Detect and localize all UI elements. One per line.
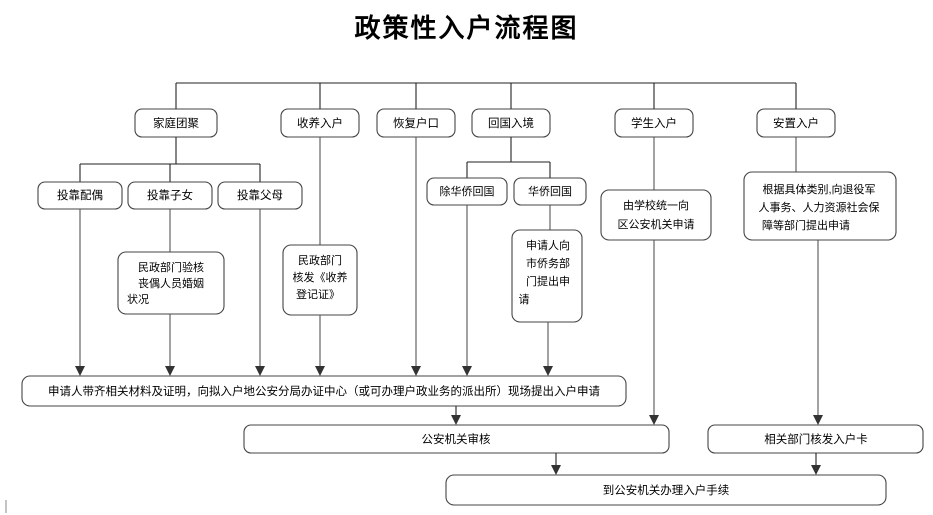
node-civil-widow-line3: 状况 <box>127 292 149 306</box>
arrow-nonoverseas-to-apply <box>462 366 472 376</box>
arrow-qiaowu-to-apply <box>543 366 553 376</box>
node-civil-adopt-line2: 核发《收养 <box>293 270 348 284</box>
node-review[interactable]: 公安机关审核 <box>243 424 670 454</box>
node-children[interactable]: 投靠子女 <box>127 181 213 210</box>
node-settle-label: 安置入户 <box>773 116 819 130</box>
drops-to-apply-group <box>75 137 553 376</box>
family-branch-group <box>79 137 261 182</box>
node-nonoverseas[interactable]: 除华侨回国 <box>426 177 508 206</box>
node-final-label: 到公安机关办理入户手续 <box>603 483 730 497</box>
node-final[interactable]: 到公安机关办理入户手续 <box>445 474 887 506</box>
node-overseas[interactable]: 华侨回国 <box>513 177 587 206</box>
node-student[interactable]: 学生入户 <box>614 108 694 138</box>
node-restore-label: 恢复户口 <box>393 116 439 130</box>
node-apply-label: 申请人带齐相关材料及证明，向拟入户地公安分局办证中心（或可办理户政业务的派出所）… <box>48 384 600 398</box>
node-school[interactable]: 由学校统一向 区公安机关申请 <box>600 137 712 241</box>
node-school-line1: 由学校统一向 <box>623 198 689 212</box>
node-civil-adopt-line3: 登记证》 <box>296 287 340 301</box>
arrow-parents-to-apply <box>255 366 265 376</box>
node-veteran-line2: 人事务、人力资源社会保 <box>759 200 880 214</box>
arrow-civiladopt-to-apply <box>315 366 325 376</box>
node-civil-widow-line2: 丧偶人员婚姻 <box>138 276 204 290</box>
arrow-spouse-to-apply <box>75 366 85 376</box>
node-civil-widow-line1: 民政部门验核 <box>138 260 204 274</box>
node-overseas-label: 华侨回国 <box>528 184 572 198</box>
arrow-restore-to-apply <box>411 366 421 376</box>
node-family[interactable]: 家庭团聚 <box>134 108 218 138</box>
node-children-label: 投靠子女 <box>147 188 193 202</box>
node-adopt-label: 收养入户 <box>297 116 343 130</box>
node-family-label: 家庭团聚 <box>153 116 199 130</box>
node-qiaowu-line2: 市侨务部 <box>526 256 570 270</box>
node-apply-box[interactable] <box>21 375 627 407</box>
node-school-line2: 区公安机关申请 <box>618 217 695 231</box>
arrow-review-to-final <box>551 465 561 475</box>
arrow-civilwidow-to-apply <box>165 366 175 376</box>
node-veteran-line1: 根据具体类别,向退役军 <box>762 182 875 196</box>
node-civil-adopt-line1: 民政部门 <box>298 253 342 267</box>
to-review-group <box>451 240 823 425</box>
node-veteran-line3: 障等部门提出申请 <box>762 218 850 232</box>
node-return-label: 回国入境 <box>488 116 534 130</box>
node-parents-label: 投靠父母 <box>237 188 283 202</box>
node-parents[interactable]: 投靠父母 <box>217 181 303 210</box>
node-school-box[interactable] <box>600 189 712 241</box>
node-veteran[interactable]: 根据具体类别,向退役军 人事务、人力资源社会保 障等部门提出申请 <box>743 137 897 241</box>
node-veteran-box[interactable] <box>743 171 897 241</box>
node-settle[interactable]: 安置入户 <box>756 108 836 138</box>
node-adopt[interactable]: 收养入户 <box>280 108 360 138</box>
node-qiaowu[interactable]: 申请人向 市侨务部 门提出申 请 <box>511 205 583 323</box>
node-spouse-label: 投靠配偶 <box>57 188 103 202</box>
node-civil-adopt[interactable]: 民政部门 核发《收养 登记证》 <box>282 137 358 316</box>
node-nonoverseas-label: 除华侨回国 <box>440 184 495 198</box>
node-qiaowu-line1: 申请人向 <box>526 238 570 252</box>
to-final-group <box>551 453 821 475</box>
node-review-label: 公安机关审核 <box>422 432 491 446</box>
node-spouse[interactable]: 投靠配偶 <box>37 181 123 210</box>
node-qiaowu-line3: 门提出申 <box>526 274 570 288</box>
node-card[interactable]: 相关部门核发入户卡 <box>707 424 924 454</box>
return-branch-group <box>466 137 551 178</box>
page-title: 政策性入户流程图 <box>354 14 579 43</box>
node-qiaowu-box[interactable] <box>511 229 583 323</box>
node-apply[interactable]: 申请人带齐相关材料及证明，向拟入户地公安分局办证中心（或可办理户政业务的派出所）… <box>21 375 627 407</box>
node-final-box[interactable] <box>445 474 887 506</box>
node-student-label: 学生入户 <box>631 116 677 130</box>
arrow-school-to-review <box>649 415 659 425</box>
top-bus-group <box>175 82 797 109</box>
node-civil-widow-box[interactable] <box>117 251 225 315</box>
arrow-card-to-final <box>811 465 821 475</box>
arrow-veteran-to-card <box>813 415 823 425</box>
node-card-label: 相关部门核发入户卡 <box>764 432 868 446</box>
node-restore[interactable]: 恢复户口 <box>376 108 456 138</box>
node-civil-widow[interactable]: 民政部门验核 丧偶人员婚姻 状况 <box>117 209 225 315</box>
node-qiaowu-line4: 请 <box>519 293 530 306</box>
node-return[interactable]: 回国入境 <box>471 108 551 138</box>
node-review-box[interactable] <box>243 424 670 454</box>
arrow-apply-to-review <box>451 415 461 425</box>
